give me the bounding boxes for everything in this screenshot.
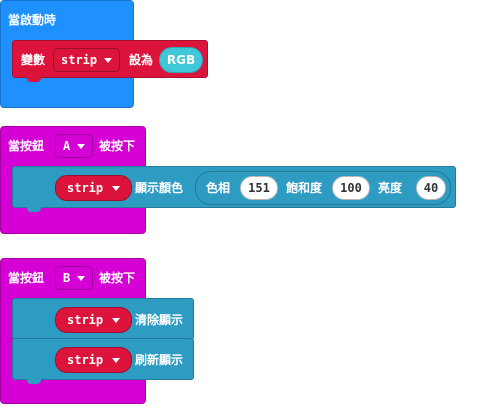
button-b-dropdown[interactable]: B (55, 266, 94, 290)
on-button-a-prefix: 當按鈕 (8, 139, 45, 153)
button-a-name: A (63, 139, 71, 153)
chevron-down-icon (77, 276, 86, 281)
set-variable-block[interactable]: 變數 strip 設為 RGB (12, 40, 208, 82)
hsl-block[interactable]: 色相 151 飽和度 100 亮度 40 (195, 171, 451, 205)
set-variable-label: 變數 (21, 53, 46, 67)
chevron-down-icon (112, 318, 121, 323)
show-label: 刷新顯示 (135, 353, 184, 367)
chevron-down-icon (104, 58, 113, 63)
strip-reporter-name: strip (67, 353, 104, 367)
rgb-mode-pill[interactable]: RGB (159, 47, 203, 73)
hue-value: 151 (248, 181, 270, 195)
variable-name: strip (61, 53, 98, 67)
saturation-value: 100 (340, 181, 362, 195)
strip-reporter-name: strip (67, 313, 104, 327)
button-b-name: B (63, 271, 71, 285)
chevron-down-icon (77, 144, 86, 149)
on-button-a-suffix: 被按下 (99, 139, 136, 153)
saturation-label: 飽和度 (286, 181, 323, 195)
show-color-block[interactable]: strip 顯示顏色 色相 151 飽和度 100 亮度 40 (12, 166, 456, 212)
on-button-b-suffix: 被按下 (99, 271, 136, 285)
luminosity-label: 亮度 (378, 181, 403, 195)
rgb-mode-value: RGB (166, 53, 196, 67)
show-block[interactable]: strip 刷新顯示 (12, 338, 194, 384)
hue-input[interactable]: 151 (240, 176, 278, 200)
strip-reporter[interactable]: strip (55, 307, 133, 333)
show-color-label: 顯示顏色 (135, 181, 184, 195)
strip-reporter[interactable]: strip (55, 175, 133, 201)
hue-label: 色相 (206, 181, 231, 195)
chevron-down-icon (112, 358, 121, 363)
strip-reporter-name: strip (67, 181, 104, 195)
clear-label: 清除顯示 (135, 313, 184, 327)
on-start-label: 當啟動時 (8, 13, 57, 27)
strip-reporter[interactable]: strip (55, 347, 133, 373)
chevron-down-icon (112, 186, 121, 191)
clear-block[interactable]: strip 清除顯示 (12, 298, 194, 340)
variable-dropdown[interactable]: strip (53, 48, 121, 72)
set-to-label: 設為 (129, 53, 154, 67)
on-button-b-prefix: 當按鈕 (8, 271, 45, 285)
luminosity-value: 40 (423, 181, 439, 195)
button-a-dropdown[interactable]: A (55, 134, 94, 158)
luminosity-input[interactable]: 40 (416, 176, 446, 200)
saturation-input[interactable]: 100 (332, 176, 370, 200)
